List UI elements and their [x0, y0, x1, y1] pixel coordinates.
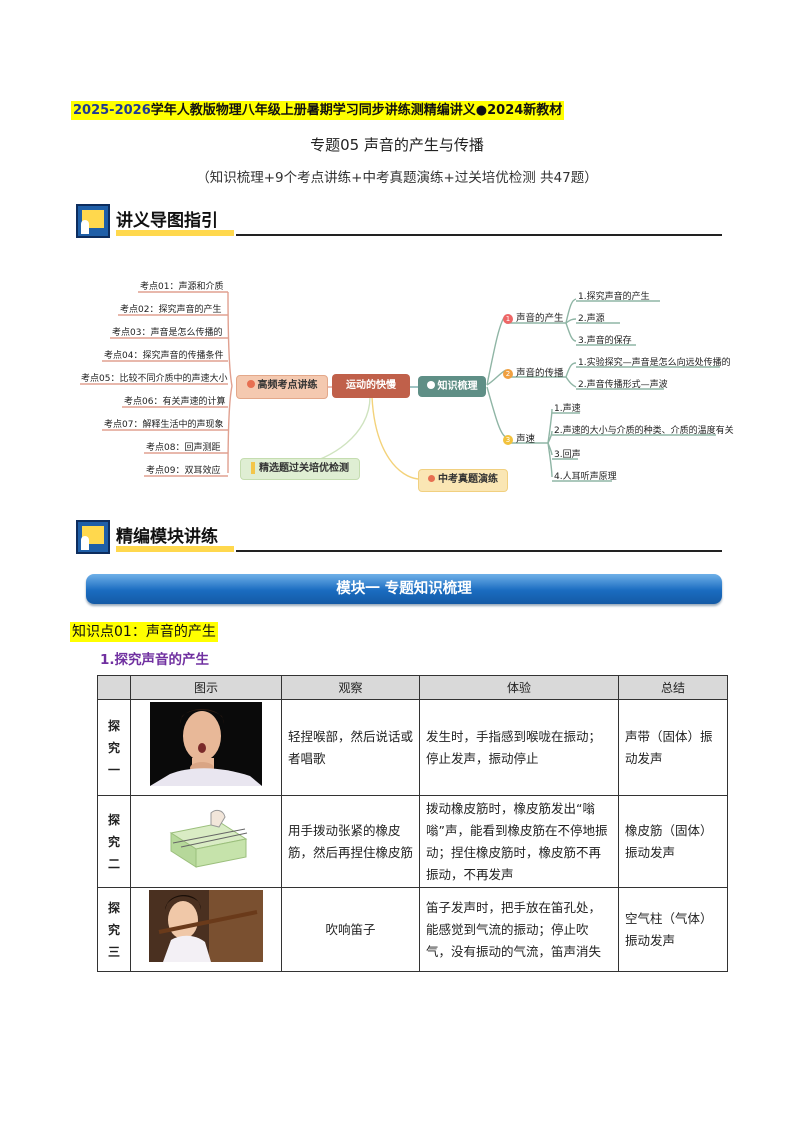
experience-cell: 笛子发声时，把手放在笛孔处，能感觉到气流的振动；停止吹气，没有振动的气流，笛声消… [419, 887, 619, 972]
mindmap-g1-item2: 2.声源 [578, 314, 605, 324]
exploration-table: 图示 观察 体验 总结 探究一 轻捏喉部，然后说话或者唱歌 发生时，手指感到喉咙… [97, 675, 728, 972]
table-row: 探究二 用手拨动张紧的橡皮筋，然后再捏住橡皮筋 拨动橡皮筋时，橡皮筋发出“嗡嗡”… [97, 795, 728, 888]
section-title: 精编模块讲练 [116, 527, 218, 547]
illustration-cell [130, 699, 282, 796]
mindmap-kaodian-08: 考点08：回声测距 [146, 443, 221, 453]
mindmap-kaodian-07: 考点07：解释生活中的声现象 [104, 420, 224, 430]
mindmap-g3-item2: 2.声速的大小与介质的种类、介质的温度有关 [554, 426, 734, 436]
observe-cell: 吹响笛子 [281, 887, 420, 972]
mindmap-kaodian-05: 考点05：比较不同介质中的声速大小 [81, 374, 228, 384]
table-header-empty [97, 675, 131, 700]
topic-summary: （知识梳理+9个考点讲练+中考真题演练+过关培优检测 共47题） [196, 170, 598, 186]
table-header-observe: 观察 [281, 675, 420, 700]
mindmap-group-2: 2 声音的传播 [503, 365, 564, 379]
mindmap-g2-item1: 1.实验探究—声音是怎么向远处传播的 [578, 358, 731, 368]
illustration-cell [130, 795, 282, 888]
section-heading-modules: 精编模块讲练 [76, 520, 722, 560]
table-header-experience: 体验 [419, 675, 619, 700]
mindmap-g2-item2: 2.声音传播形式—声波 [578, 380, 668, 390]
mindmap-kaodian-02: 考点02：探究声音的产生 [120, 305, 222, 315]
summary-cell: 空气柱（气体）振动发声 [618, 887, 728, 972]
mindmap-bottom-right: 中考真题演练 [418, 469, 508, 492]
mindmap-right-branch: 知识梳理 [418, 376, 486, 397]
module-banner: 模块一 专题知识梳理 [86, 574, 722, 604]
mindmap-bottom-left: 精选题过关培优检测 [240, 458, 360, 480]
mindmap-kaodian-03: 考点03：声音是怎么传播的 [112, 328, 223, 338]
experience-cell: 发生时，手指感到喉咙在振动；停止发声，振动停止 [419, 699, 619, 796]
experience-cell: 拨动橡皮筋时，橡皮筋发出“嗡嗡”声，能看到橡皮筋在不停地振动；捏住橡皮筋时，橡皮… [419, 795, 619, 888]
mindmap-group-3: 3 声速 [503, 431, 535, 445]
mindmap-g1-item1: 1.探究声音的产生 [578, 292, 650, 302]
illustration-cell [130, 887, 282, 972]
summary-cell: 橡皮筋（固体）振动发声 [618, 795, 728, 888]
table-row: 探究三 吹响笛子 笛子发声时，把手放在笛孔处，能感觉到气流的振动；停止吹气，没有… [97, 887, 728, 972]
section-heading-guide: 讲义导图指引 [76, 204, 722, 244]
mindmap-g3-item3: 3.回声 [554, 450, 581, 460]
table-header-illustration: 图示 [130, 675, 282, 700]
teacher-board-icon [76, 204, 110, 238]
topic-title: 专题05 声音的产生与传播 [310, 136, 484, 154]
rubber-band-box-image [169, 809, 248, 868]
mindmap-kaodian-09: 考点09：双耳效应 [146, 466, 221, 476]
mindmap-kaodian-04: 考点04：探究声音的传播条件 [104, 351, 224, 361]
mindmap-g3-item1: 1.声速 [554, 404, 581, 414]
mindmap-kaodian-06: 考点06：有关声速的计算 [124, 397, 226, 407]
row-label: 探究二 [97, 795, 131, 888]
row-label: 探究一 [97, 699, 131, 796]
mindmap-g1-item3: 3.声音的保存 [578, 336, 632, 346]
title-text: 学年人教版物理八年级上册暑期学习同步讲练测精编讲义●2024新教材 [150, 103, 563, 118]
section-title: 讲义导图指引 [116, 211, 218, 231]
document-title: 2025-2026学年人教版物理八年级上册暑期学习同步讲练测精编讲义●2024新… [71, 101, 565, 120]
table-header-summary: 总结 [618, 675, 728, 700]
woman-throat-image [150, 702, 262, 786]
observe-cell: 轻捏喉部，然后说话或者唱歌 [281, 699, 420, 796]
mindmap-g3-item4: 4.人耳听声原理 [554, 472, 617, 482]
knowledge-subtitle: 1.探究声音的产生 [100, 652, 210, 668]
flute-player-image [149, 890, 263, 962]
knowledge-point-title: 知识点01：声音的产生 [70, 622, 218, 642]
title-year: 2025-2026 [73, 103, 151, 118]
observe-cell: 用手拨动张紧的橡皮筋，然后再捏住橡皮筋 [281, 795, 420, 888]
teacher-board-icon [76, 520, 110, 554]
table-header-row: 图示 观察 体验 总结 [97, 675, 728, 700]
summary-cell: 声带（固体）振动发声 [618, 699, 728, 796]
mindmap-center: 运动的快慢 [332, 374, 410, 398]
row-label: 探究三 [97, 887, 131, 972]
mindmap-left-branch: 高频考点讲练 [236, 375, 328, 399]
mindmap-group-1: 1 声音的产生 [503, 310, 564, 324]
mind-map: 考点01：声源和介质 考点02：探究声音的产生 考点03：声音是怎么传播的 考点… [0, 265, 794, 495]
mindmap-kaodian-01: 考点01：声源和介质 [140, 282, 224, 292]
table-row: 探究一 轻捏喉部，然后说话或者唱歌 发生时，手指感到喉咙在振动；停止发声，振动停… [97, 699, 728, 796]
